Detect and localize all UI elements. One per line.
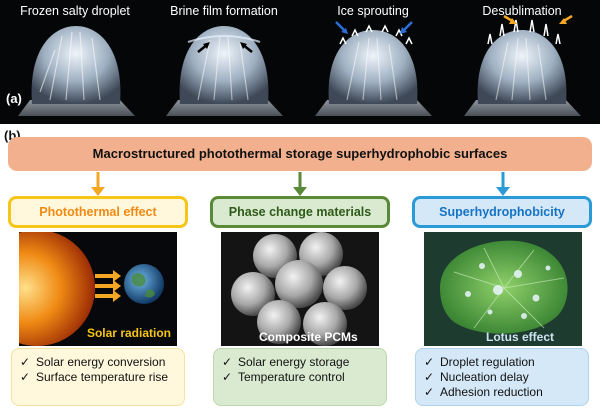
- pcm-spheres-illustration: [231, 232, 367, 346]
- heading-phase-change-materials: Phase change materials: [210, 196, 390, 228]
- list-item: ✓Surface temperature rise: [20, 370, 169, 384]
- droplet-1: [31, 26, 121, 104]
- arrow-to-pcm: [293, 172, 307, 196]
- lotus-effect-image: Lotus effect: [424, 232, 582, 346]
- water-droplets: [465, 263, 551, 319]
- banner-text: Macrostructured photothermal storage sup…: [92, 146, 508, 161]
- heading-photothermal-effect: Photothermal effect: [8, 196, 188, 228]
- list-photothermal-effect: ✓Solar energy conversion ✓Surface temper…: [11, 348, 185, 406]
- sprout-arrow-left: [335, 21, 348, 34]
- lotus-leaf-illustration: [440, 240, 568, 334]
- sprout-arrow-right: [400, 21, 413, 34]
- list-item: ✓Droplet regulation: [424, 355, 535, 369]
- desub-arrow-right: [559, 14, 573, 24]
- list-item: ✓Nucleation delay: [424, 370, 529, 384]
- droplet-2: [179, 26, 269, 104]
- title-banner: Macrostructured photothermal storage sup…: [8, 137, 592, 171]
- panel-a-illustration: [18, 14, 581, 116]
- desub-arrow-left: [503, 14, 517, 24]
- solar-radiation-image: Solar radiation: [19, 232, 177, 346]
- check-icon: ✓: [222, 370, 233, 384]
- arrow-to-photothermal: [91, 172, 105, 196]
- check-icon: ✓: [424, 370, 435, 384]
- list-item: ✓Temperature control: [222, 370, 345, 384]
- check-icon: ✓: [222, 355, 233, 369]
- list-phase-change-materials: ✓Solar energy storage ✓Temperature contr…: [213, 348, 387, 406]
- sun-shape: [19, 232, 95, 346]
- list-superhydrophobicity: ✓Droplet regulation ✓Nucleation delay ✓A…: [415, 348, 589, 406]
- heading-superhydrophobicity: Superhydrophobicity: [412, 196, 592, 228]
- list-item: ✓Solar energy conversion: [20, 355, 166, 369]
- composite-pcms-image: Composite PCMs: [221, 232, 379, 346]
- caption-lotus-effect: Lotus effect: [486, 330, 555, 344]
- panel-a-label: (a): [6, 91, 22, 106]
- step-title-3: Ice sprouting: [337, 4, 409, 18]
- check-icon: ✓: [20, 355, 31, 369]
- step-title-4: Desublimation: [482, 4, 562, 18]
- droplet-3: [328, 24, 418, 104]
- list-item: ✓Solar energy storage: [222, 355, 350, 369]
- check-icon: ✓: [424, 385, 435, 399]
- step-title-2: Brine film formation: [170, 4, 278, 18]
- check-icon: ✓: [20, 370, 31, 384]
- step-title-1: Frozen salty droplet: [20, 4, 130, 18]
- caption-solar-radiation: Solar radiation: [86, 326, 171, 340]
- sun-earth-illustration: [19, 232, 164, 346]
- list-item: ✓Adhesion reduction: [424, 385, 543, 399]
- droplet-4: [477, 19, 567, 104]
- radiation-arrows: [95, 270, 121, 302]
- check-icon: ✓: [424, 355, 435, 369]
- arrow-to-superhydrophobicity: [496, 172, 510, 196]
- connector-arrows: [91, 172, 510, 196]
- brine-arrow-right: [240, 42, 253, 53]
- caption-composite-pcms: Composite PCMs: [259, 330, 358, 344]
- brine-arrow-left: [197, 42, 210, 53]
- panel-a-freezing-sequence: Frozen salty droplet Brine film formatio…: [0, 0, 600, 124]
